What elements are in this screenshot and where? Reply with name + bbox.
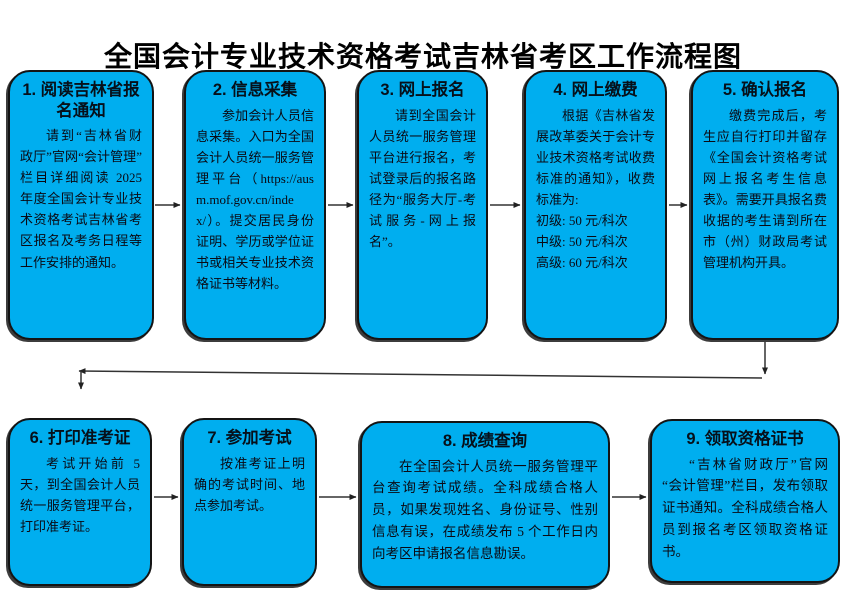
flow-step-1: 1. 阅读吉林省报名通知 请到“吉林省财政厅”官网“会计管理”栏目详细阅读 20… — [8, 70, 154, 340]
step-4-body: 根据《吉林省发展改革委关于会计专业技术资格考试收费标准的通知》，收费标准为: 初… — [536, 107, 655, 270]
flow-step-4: 4. 网上缴费 根据《吉林省发展改革委关于会计专业技术资格考试收费标准的通知》，… — [524, 70, 667, 340]
step-7-title: 7. 参加考试 — [207, 429, 292, 447]
step-6-title: 6. 打印准考证 — [29, 429, 131, 447]
page-title: 全国会计专业技术资格考试吉林省考区工作流程图 — [103, 41, 742, 73]
step-1-title: 1. 阅读吉林省报名通知 — [22, 81, 140, 120]
flow-step-8: 8. 成绩查询 在全国会计人员统一服务管理平台查询考试成绩。全科成绩合格人员，如… — [360, 421, 610, 588]
step-5-title: 5. 确认报名 — [722, 81, 808, 99]
step-8-body: 在全国会计人员统一服务管理平台查询考试成绩。全科成绩合格人员，如果发现姓名、身份… — [372, 458, 598, 562]
step-6-body: 考试开始前 5 天，到全国会计人员统一服务管理平台，打印准考证。 — [20, 455, 140, 534]
step-7-body: 按准考证上明确的考试时间、地点参加考试。 — [194, 455, 305, 513]
flow-step-6: 6. 打印准考证 考试开始前 5 天，到全国会计人员统一服务管理平台，打印准考证… — [8, 418, 152, 586]
step-2-title: 2. 信息采集 — [212, 81, 298, 99]
step-4-title: 4. 网上缴费 — [553, 81, 638, 99]
step-3-body: 请到全国会计人员统一服务管理平台进行报名，考试登录后的报名路径为“服务大厅-考试… — [369, 107, 476, 249]
connector-step5-step6-horizontal-icon — [78, 368, 763, 379]
flow-step-7: 7. 参加考试 按准考证上明确的考试时间、地点参加考试。 — [182, 418, 317, 586]
step-8-title: 8. 成绩查询 — [442, 432, 528, 450]
flow-step-9: 9. 领取资格证书 “吉林省财政厅”官网“会计管理”栏目，发布领取证书通知。全科… — [650, 419, 840, 583]
flow-step-2: 2. 信息采集 参加会计人员信息采集。入口为全国会计人员统一服务管理平台（htt… — [184, 70, 326, 340]
step-3-title: 3. 网上报名 — [380, 81, 465, 99]
flow-step-3: 3. 网上报名 请到全国会计人员统一服务管理平台进行报名，考试登录后的报名路径为… — [357, 70, 488, 340]
step-5-body: 缴费完成后，考生应自行打印并留存《全国会计资格考试网上报名考生信息表》。需要开具… — [703, 107, 827, 270]
flow-step-5: 5. 确认报名 缴费完成后，考生应自行打印并留存《全国会计资格考试网上报名考生信… — [691, 70, 839, 340]
step-9-body: “吉林省财政厅”官网“会计管理”栏目，发布领取证书通知。全科成绩合格人员到报名考… — [662, 456, 828, 560]
step-1-body: 请到“吉林省财政厅”官网“会计管理”栏目详细阅读 2025 年度全国会计专业技术… — [20, 128, 142, 270]
step-2-body: 参加会计人员信息采集。入口为全国会计人员统一服务管理平台（https://aus… — [196, 107, 314, 291]
step-9-title: 9. 领取资格证书 — [686, 430, 804, 448]
